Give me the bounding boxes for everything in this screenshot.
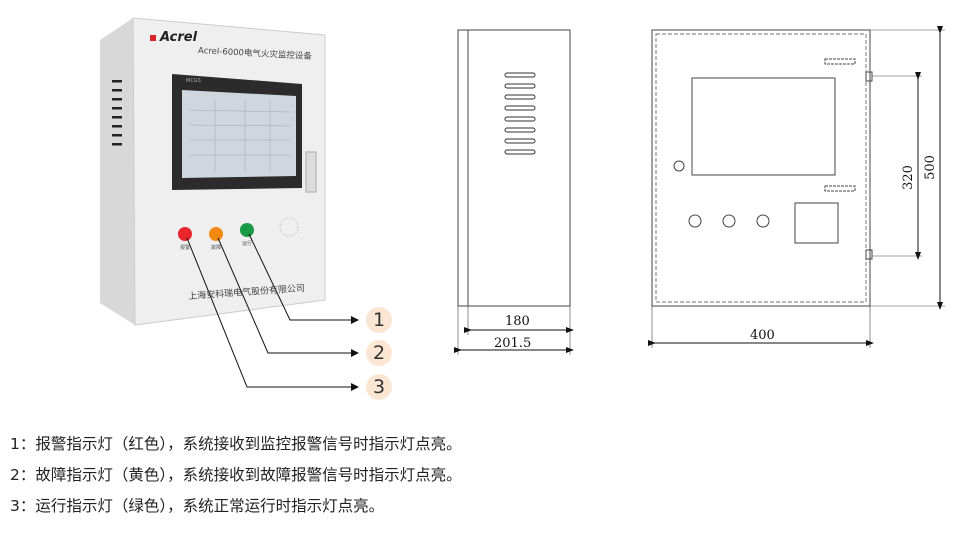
run-light [240, 223, 254, 237]
acrel-logo-icon [150, 35, 156, 41]
screen-brand: MCGS [186, 78, 201, 84]
dim-180: 180 [505, 314, 530, 329]
side-vents [112, 80, 122, 146]
fault-light [209, 227, 223, 241]
cabinet-photo [100, 17, 326, 326]
dim-201-5: 201.5 [494, 336, 532, 351]
dim-500: 500 [922, 155, 938, 180]
alarm-light [178, 227, 192, 241]
callout-2: 2 [366, 340, 392, 366]
description-2: 2：故障指示灯（黄色），系统接收到故障报警信号时指示灯点亮。 [10, 466, 462, 484]
description-1: 1：报警指示灯（红色），系统接收到监控报警信号时指示灯点亮。 [10, 435, 462, 453]
light-label: 运行 [242, 241, 253, 247]
light-label: 故障 [211, 245, 222, 251]
brand-logo: Acrel [160, 30, 198, 45]
dim-400: 400 [750, 328, 775, 343]
light-label: 报警 [180, 245, 191, 251]
speaker-icon [279, 217, 299, 237]
front-view [648, 26, 945, 348]
description-3: 3：运行指示灯（绿色），系统正常运行时指示灯点亮。 [10, 497, 385, 515]
callout-3: 3 [366, 374, 392, 400]
callout-1: 1 [366, 307, 392, 333]
dim-320: 320 [900, 165, 916, 190]
side-view [454, 29, 574, 355]
